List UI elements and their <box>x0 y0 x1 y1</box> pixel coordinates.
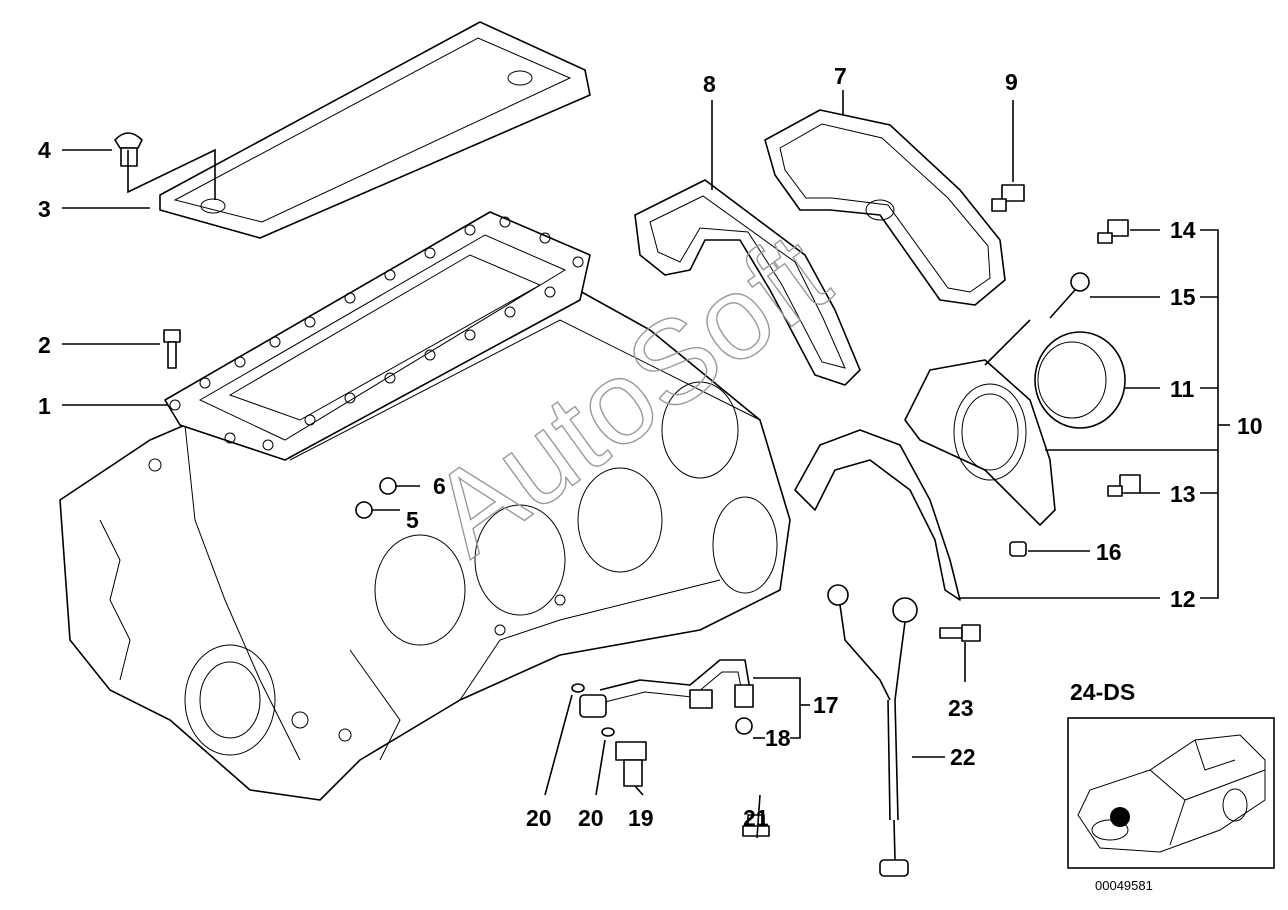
vehicle-inset: 24-DS 00049581 <box>1067 679 1275 893</box>
washer-18 <box>735 717 753 735</box>
callout-17: 17 <box>813 692 839 718</box>
bolt-9 <box>991 184 1025 212</box>
seal-ring-20b <box>601 727 615 737</box>
callout-13: 13 <box>1170 481 1196 507</box>
washer-15 <box>1070 272 1090 292</box>
oil-line <box>579 659 754 718</box>
callout-11: 11 <box>1170 376 1195 402</box>
crankshaft-seal <box>1034 331 1126 429</box>
plug-5 <box>355 501 373 519</box>
callout-8: 8 <box>703 71 716 97</box>
inset-code: 24-DS <box>1070 679 1135 705</box>
timing-cover-gasket <box>634 179 861 386</box>
seal-carrier <box>904 359 1056 526</box>
part-number: 00049581 <box>1095 878 1153 893</box>
knock-sensor <box>827 584 918 877</box>
seal-ring-20a <box>571 683 585 693</box>
inset-frame <box>1067 717 1275 869</box>
callout-2: 2 <box>38 332 51 358</box>
callout-20b: 20 <box>578 805 604 831</box>
callout-20a: 20 <box>526 805 552 831</box>
bolt-4 <box>114 132 143 167</box>
callout-4: 4 <box>38 137 51 163</box>
bolt-21 <box>742 814 770 837</box>
bolt-13 <box>1107 474 1141 497</box>
callout-5: 5 <box>406 507 419 533</box>
seal-gasket <box>794 429 961 601</box>
bolt-14 <box>1097 219 1129 244</box>
callout-18: 18 <box>765 725 791 751</box>
callout-12: 12 <box>1170 586 1196 612</box>
callout-22: 22 <box>950 744 976 770</box>
callout-19: 19 <box>628 805 654 831</box>
callout-9: 9 <box>1005 69 1018 95</box>
callout-3: 3 <box>38 196 51 222</box>
callout-16: 16 <box>1096 539 1122 565</box>
callout-21: 21 <box>743 805 769 831</box>
callout-6: 6 <box>433 473 446 499</box>
callout-23: 23 <box>948 695 974 721</box>
location-dot <box>1110 807 1130 827</box>
bolt-2 <box>163 329 181 369</box>
plug-6 <box>379 477 397 495</box>
leader-lines <box>62 90 1230 839</box>
upper-oil-pan <box>164 211 591 461</box>
callout-15: 15 <box>1170 284 1196 310</box>
dowel-16 <box>1009 541 1027 557</box>
callout-1: 1 <box>38 393 51 419</box>
timing-cover <box>764 109 1006 306</box>
car-icon <box>1077 734 1266 853</box>
callout-14: 14 <box>1170 217 1196 243</box>
callout-7: 7 <box>834 63 847 89</box>
banjo-bolt-19 <box>615 741 647 787</box>
callout-10: 10 <box>1237 413 1263 439</box>
oil-pan-gasket <box>159 21 591 239</box>
bolt-23 <box>939 624 981 642</box>
